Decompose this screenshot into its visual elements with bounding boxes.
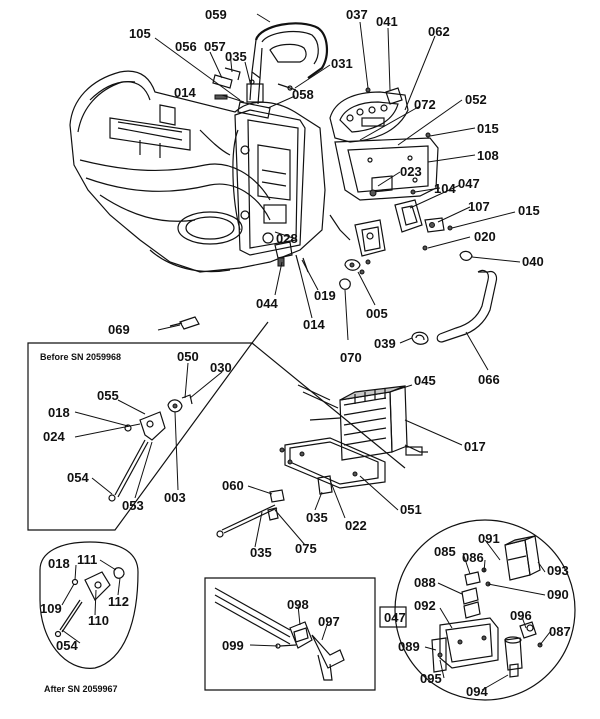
label-044: 044 xyxy=(256,296,278,311)
label-050: 050 xyxy=(177,349,199,364)
label-059: 059 xyxy=(205,7,227,22)
bolt-069 xyxy=(169,316,200,330)
label-030: 030 xyxy=(210,360,232,375)
label-041: 041 xyxy=(376,14,398,29)
label-035-top: 035 xyxy=(225,49,247,64)
label-086: 086 xyxy=(462,550,484,565)
label-094: 094 xyxy=(466,684,488,699)
label-088: 088 xyxy=(414,575,436,590)
inset-after-sn: After SN 2059967 xyxy=(39,541,139,694)
inset-valve-bracket: 047 xyxy=(379,519,576,701)
label-069: 069 xyxy=(108,322,130,337)
label-014-top: 014 xyxy=(174,85,196,100)
label-045: 045 xyxy=(414,373,436,388)
label-085: 085 xyxy=(434,544,456,559)
label-107: 107 xyxy=(468,199,490,214)
label-047: 047 xyxy=(458,176,480,191)
label-095: 095 xyxy=(420,671,442,686)
label-104: 104 xyxy=(434,181,456,196)
label-031: 031 xyxy=(331,56,353,71)
label-112: 112 xyxy=(108,594,129,609)
label-091: 091 xyxy=(478,531,500,546)
label-075: 075 xyxy=(295,541,317,556)
label-057: 057 xyxy=(204,39,226,54)
label-040: 040 xyxy=(522,254,544,269)
note-after-sn: After SN 2059967 xyxy=(44,684,118,694)
label-054-before: 054 xyxy=(67,470,89,485)
machine-body xyxy=(69,70,326,273)
label-110: 110 xyxy=(88,613,109,628)
label-022: 022 xyxy=(345,518,367,533)
small-fittings xyxy=(274,241,371,290)
label-058: 058 xyxy=(292,87,314,102)
label-018-before: 018 xyxy=(48,405,70,420)
electrical-components xyxy=(329,189,473,261)
label-098: 098 xyxy=(287,597,309,612)
inset-valve-assembly xyxy=(204,577,376,691)
label-108: 108 xyxy=(477,148,499,163)
hose-066 xyxy=(436,269,498,343)
label-051: 051 xyxy=(400,502,422,517)
label-053: 053 xyxy=(122,498,144,513)
note-before-sn: Before SN 2059968 xyxy=(40,352,121,362)
label-055: 055 xyxy=(97,388,119,403)
control-panel xyxy=(329,87,439,201)
label-056: 056 xyxy=(175,39,197,54)
label-105: 105 xyxy=(129,26,151,41)
label-003: 003 xyxy=(164,490,186,505)
label-039: 039 xyxy=(374,336,396,351)
label-023: 023 xyxy=(400,164,422,179)
label-019: 019 xyxy=(314,288,336,303)
part-labels: 059 037 041 105 062 056 057 035 031 014 … xyxy=(40,7,571,699)
clamp-039 xyxy=(411,331,429,345)
label-035-mid: 035 xyxy=(306,510,328,525)
label-066: 066 xyxy=(478,372,500,387)
label-028: 028 xyxy=(276,231,298,246)
label-037: 037 xyxy=(346,7,368,22)
label-018-after: 018 xyxy=(48,556,70,571)
label-096: 096 xyxy=(510,608,532,623)
label-035-bottom: 035 xyxy=(250,545,272,560)
label-005: 005 xyxy=(366,306,388,321)
label-060: 060 xyxy=(222,478,244,493)
label-090: 090 xyxy=(547,587,569,602)
label-072: 072 xyxy=(414,97,436,112)
label-109: 109 xyxy=(40,601,62,616)
label-015-top: 015 xyxy=(477,121,499,136)
label-097: 097 xyxy=(318,614,340,629)
label-020: 020 xyxy=(474,229,496,244)
label-024: 024 xyxy=(43,429,65,444)
label-014-mid: 014 xyxy=(303,317,325,332)
label-092: 092 xyxy=(414,598,436,613)
handle-assembly xyxy=(246,22,328,105)
leader-lines xyxy=(61,13,551,691)
label-099: 099 xyxy=(222,638,244,653)
label-093: 093 xyxy=(547,563,569,578)
rod-assembly xyxy=(216,489,285,538)
label-062: 062 xyxy=(428,24,450,39)
label-047-boxed: 047 xyxy=(384,610,406,625)
label-015-mid: 015 xyxy=(518,203,540,218)
label-052: 052 xyxy=(465,92,487,107)
label-017: 017 xyxy=(464,439,486,454)
label-111: 111 xyxy=(77,552,97,567)
label-089: 089 xyxy=(398,639,420,654)
label-054-after: 054 xyxy=(56,638,78,653)
label-087: 087 xyxy=(549,624,571,639)
charger-assembly xyxy=(279,384,428,495)
label-070: 070 xyxy=(340,350,362,365)
